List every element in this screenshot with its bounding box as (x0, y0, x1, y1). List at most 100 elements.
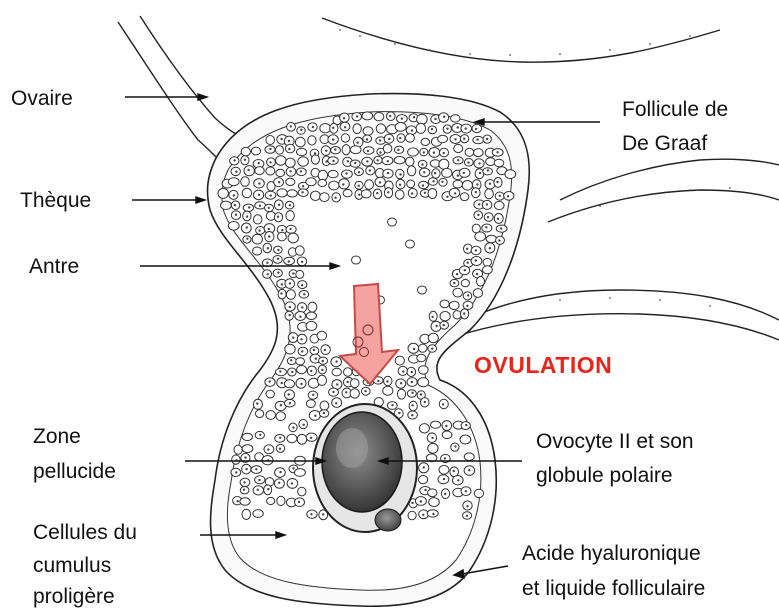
cell-nucleus (496, 181, 498, 183)
granulosa-cell (485, 189, 494, 199)
granulosa-cell (483, 258, 491, 266)
cell-nucleus (397, 149, 399, 151)
granulosa-cell (406, 157, 414, 166)
cell-nucleus (443, 324, 445, 326)
cell-nucleus (466, 515, 468, 517)
cell-nucleus (314, 415, 316, 417)
granulosa-cell (267, 497, 275, 504)
cell-nucleus (466, 505, 468, 507)
cell-nucleus (289, 402, 291, 404)
cell-nucleus (422, 514, 424, 516)
cell-nucleus (477, 214, 479, 216)
label-zone-line2: pellucide (33, 458, 116, 485)
cell-nucleus (314, 152, 316, 154)
cell-nucleus (347, 160, 349, 162)
cell-nucleus (358, 171, 360, 173)
cell-nucleus (289, 170, 291, 172)
granulosa-cell (428, 443, 438, 453)
granulosa-cell (255, 167, 264, 175)
granulosa-cell (253, 510, 263, 518)
cell-nucleus (356, 142, 358, 144)
cell-nucleus (288, 260, 290, 262)
cell-nucleus (420, 500, 422, 502)
cell-nucleus (446, 128, 448, 130)
granulosa-cell (419, 424, 429, 433)
granulosa-cell (342, 145, 350, 155)
cell-nucleus (335, 402, 337, 404)
granulosa-cell (295, 137, 305, 147)
granulosa-cell (218, 188, 228, 198)
granulosa-cell (277, 189, 287, 197)
cell-nucleus (435, 325, 437, 327)
granulosa-cell (383, 144, 392, 153)
cell-nucleus (277, 271, 279, 273)
granulosa-cell (296, 270, 304, 278)
cell-nucleus (413, 116, 415, 118)
granulosa-cell (395, 356, 404, 365)
cell-nucleus (399, 173, 401, 175)
granulosa-cell (439, 159, 449, 169)
cell-nucleus (465, 424, 467, 426)
cell-nucleus (248, 206, 250, 208)
granulosa-cell (395, 123, 406, 132)
cell-nucleus (298, 501, 300, 503)
label-cellules-line2: cumulus (33, 552, 111, 579)
cell-nucleus (444, 457, 446, 459)
granulosa-cell (318, 375, 327, 385)
cell-nucleus (366, 138, 368, 140)
granulosa-cell (494, 201, 504, 209)
cell-nucleus (347, 381, 349, 383)
granulosa-cell (477, 277, 485, 287)
granulosa-cell (298, 487, 306, 496)
cell-nucleus (422, 184, 424, 186)
granulosa-cell (277, 496, 285, 505)
granulosa-cell (276, 169, 285, 176)
cell-nucleus (431, 437, 433, 439)
granulosa-cell (407, 180, 415, 188)
cell-nucleus (479, 172, 481, 174)
granulosa-cell (266, 411, 276, 420)
cell-nucleus (487, 169, 489, 171)
cell-nucleus (411, 404, 413, 406)
cell-nucleus (289, 228, 291, 230)
cell-nucleus (288, 140, 290, 142)
cell-nucleus (424, 489, 426, 491)
cell-nucleus (269, 380, 271, 382)
cell-nucleus (312, 126, 314, 128)
granulosa-cell (428, 489, 437, 497)
granulosa-cell (242, 509, 251, 519)
cell-nucleus (345, 391, 347, 393)
cell-nucleus (423, 151, 425, 153)
cell-nucleus (496, 151, 498, 153)
cell-nucleus (292, 272, 294, 274)
cell-nucleus (246, 215, 248, 217)
cell-nucleus (310, 437, 312, 439)
cell-nucleus (288, 148, 290, 150)
cell-nucleus (334, 148, 336, 150)
granulosa-cell (494, 159, 504, 166)
granulosa-cell (418, 378, 429, 387)
granulosa-cell (361, 190, 371, 198)
cell-nucleus (389, 115, 391, 117)
cell-nucleus (332, 138, 334, 140)
cell-nucleus (277, 249, 279, 251)
granulosa-cell (505, 170, 516, 179)
granulosa-cell (311, 155, 319, 164)
granulosa-cell (297, 366, 307, 374)
cell-nucleus (463, 312, 465, 314)
granulosa-cell (343, 189, 352, 196)
cell-nucleus (237, 500, 239, 502)
granulosa-cell (276, 412, 285, 421)
cell-nucleus (423, 466, 425, 468)
cell-nucleus (487, 216, 489, 218)
cell-nucleus (466, 305, 468, 307)
granulosa-cell (306, 178, 316, 186)
granulosa-cell (242, 445, 253, 453)
cell-nucleus (342, 183, 344, 185)
cell-nucleus (267, 273, 269, 275)
granulosa-cell (418, 344, 427, 352)
granulosa-cell (308, 136, 316, 145)
cell-nucleus (322, 360, 324, 362)
cell-nucleus (301, 350, 303, 352)
granulosa-cell (221, 201, 232, 209)
